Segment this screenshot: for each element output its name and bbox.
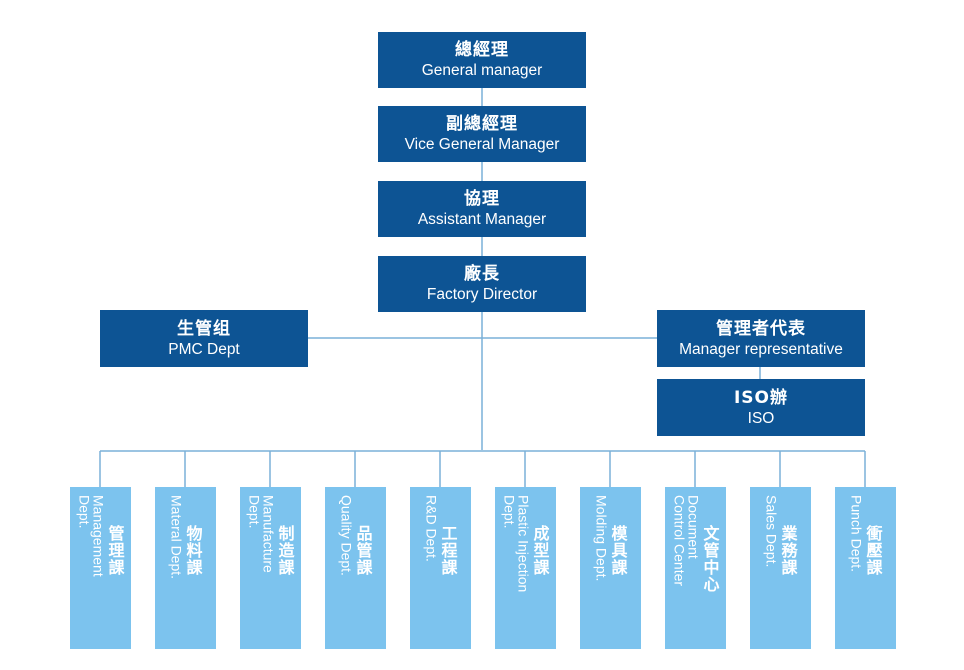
box-title-zh: 總經理 (455, 40, 509, 60)
dept-name-zh: 成型課 (530, 525, 550, 576)
dept-name-en: Manufacture Dept. (246, 495, 277, 573)
dept-document-control: 文管中心 Document Control Center (665, 487, 726, 649)
dept-name-zh: 品管課 (353, 525, 373, 576)
dept-molding: 模具課 Molding Dept. (580, 487, 641, 649)
dept-name-zh: 物料課 (183, 525, 203, 576)
box-title-en: Vice General Manager (404, 136, 560, 153)
pmc-dept-box: 生管组 PMC Dept (100, 310, 308, 367)
box-title-zh: 協理 (464, 189, 500, 209)
dept-name-zh: 工程課 (438, 525, 458, 576)
dept-name-en: Materal Dept. (168, 495, 185, 580)
dept-name-en: R&D Dept. (423, 495, 440, 562)
box-title-en: General manager (421, 62, 543, 79)
box-title-zh: 生管组 (177, 318, 231, 339)
dept-manufacture: 制造課 Manufacture Dept. (240, 487, 301, 649)
dept-management: 管理課 Management Dept. (70, 487, 131, 649)
dept-plastic-injection: 成型課 Plastic Injection Dept. (495, 487, 556, 649)
dept-name-en: Plastic Injection Dept. (501, 495, 532, 593)
general-manager-box: 總經理 General manager (378, 32, 586, 88)
dept-sales: 業務課 Sales Dept. (750, 487, 811, 649)
dept-name-en: Document Control Center (671, 495, 702, 587)
dept-name-zh: 管理課 (105, 525, 125, 576)
assistant-manager-box: 協理 Assistant Manager (378, 181, 586, 237)
iso-box: ISO辦 ISO (657, 379, 865, 436)
dept-punch: 衝壓課 Punch Dept. (835, 487, 896, 649)
box-title-en: ISO (747, 409, 775, 427)
dept-name-zh: 業務課 (778, 525, 798, 576)
box-title-zh: ISO辦 (733, 387, 789, 408)
dept-name-zh: 制造課 (275, 525, 295, 576)
box-title-en: Manager representative (679, 340, 843, 358)
box-title-en: Assistant Manager (417, 211, 547, 228)
box-title-zh: 廠長 (464, 264, 500, 284)
dept-material: 物料課 Materal Dept. (155, 487, 216, 649)
dept-name-zh: 模具課 (608, 525, 628, 576)
vice-general-manager-box: 副總經理 Vice General Manager (378, 106, 586, 162)
box-title-zh: 管理者代表 (716, 318, 806, 339)
dept-name-en: Management Dept. (76, 495, 107, 577)
dept-quality: 品管課 Quality Dept. (325, 487, 386, 649)
dept-name-zh: 文管中心 (700, 525, 720, 593)
box-title-en: Factory Director (426, 286, 538, 303)
factory-director-box: 廠長 Factory Director (378, 256, 586, 312)
dept-name-zh: 衝壓課 (863, 525, 883, 576)
dept-rd: 工程課 R&D Dept. (410, 487, 471, 649)
box-title-en: PMC Dept (168, 340, 240, 358)
dept-name-en: Molding Dept. (593, 495, 610, 582)
dept-name-en: Quality Dept. (338, 495, 355, 576)
box-title-zh: 副總經理 (446, 114, 518, 134)
dept-name-en: Punch Dept. (848, 495, 865, 573)
dept-name-en: Sales Dept. (763, 495, 780, 568)
manager-representative-box: 管理者代表 Manager representative (657, 310, 865, 367)
